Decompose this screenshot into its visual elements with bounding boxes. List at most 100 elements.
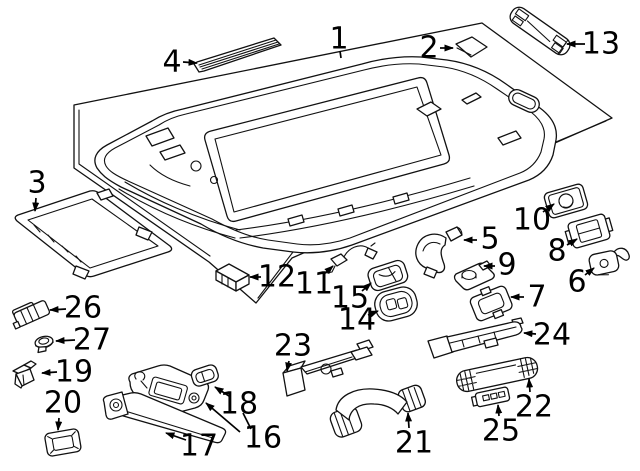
diagram-line-art	[11, 6, 630, 457]
callout-27-arrow	[55, 337, 76, 345]
callout-6[interactable]: 6	[567, 265, 595, 300]
part-19-drawing	[12, 360, 37, 389]
callout-9[interactable]: 9	[483, 248, 517, 283]
part-13-drawing	[509, 6, 571, 56]
part-number-label: 22	[515, 390, 553, 425]
callout-19[interactable]: 19	[41, 355, 93, 390]
part-15-drawing	[367, 259, 409, 292]
part-number-label: 14	[338, 303, 376, 338]
callout-18[interactable]: 18	[214, 386, 258, 422]
callout-1-arrow	[339, 50, 342, 59]
callout-26-arrow	[49, 305, 67, 313]
part-5-drawing	[415, 226, 463, 279]
part-number-label: 7	[527, 280, 546, 315]
callout-17[interactable]: 17	[165, 429, 218, 464]
callout-3[interactable]: 3	[27, 166, 47, 212]
callout-5[interactable]: 5	[463, 222, 500, 257]
part-8-drawing	[564, 213, 614, 249]
part-18-drawing	[190, 364, 219, 387]
part-number-label: 5	[480, 222, 499, 257]
part-26-drawing	[11, 300, 51, 330]
part-number-label: 11	[295, 267, 333, 302]
part-number-label: 17	[180, 429, 218, 464]
part-number-label: 3	[27, 166, 46, 201]
callout-11-arrow	[322, 265, 334, 276]
callout-22-arrow	[526, 378, 534, 393]
callout-25[interactable]: 25	[482, 404, 520, 449]
callout-8[interactable]: 8	[547, 234, 578, 269]
callout-18-arrow	[214, 386, 230, 397]
callout-26[interactable]: 26	[49, 291, 102, 326]
part-number-label: 18	[220, 387, 258, 422]
part-number-label: 27	[73, 323, 111, 358]
part-number-label: 4	[162, 45, 181, 80]
part-number-label: 8	[547, 234, 566, 269]
part-number-label: 19	[55, 355, 93, 390]
part-11-drawing	[326, 242, 378, 274]
part-number-label: 2	[419, 31, 438, 66]
callout-14-arrow	[367, 310, 379, 318]
callout-16-arrow	[205, 402, 241, 433]
callout-27[interactable]: 27	[55, 323, 111, 358]
part-24-drawing	[427, 317, 524, 359]
callout-10-arrow	[542, 203, 555, 213]
part-number-label: 21	[395, 426, 433, 461]
part-3-drawing	[14, 188, 173, 280]
callout-21-arrow	[405, 412, 413, 429]
callout-4-arrow	[182, 58, 198, 66]
part-17-drawing	[102, 391, 227, 444]
part-7-drawing	[469, 285, 513, 322]
callout-15-arrow	[361, 282, 372, 292]
callout-23-arrow	[285, 360, 293, 372]
part-number-label: 10	[513, 203, 551, 238]
part-6-drawing	[588, 247, 630, 276]
part-1-headliner-drawing	[94, 56, 558, 254]
callout-24[interactable]: 24	[523, 318, 571, 353]
callout-10[interactable]: 10	[513, 203, 555, 238]
callout-25-arrow	[495, 404, 503, 417]
callout-14[interactable]: 14	[338, 303, 379, 338]
part-21-drawing	[329, 384, 426, 438]
callout-11[interactable]: 11	[295, 265, 334, 302]
callout-16-arrow	[242, 412, 252, 430]
callout-1[interactable]: 1	[329, 22, 349, 59]
part-number-label: 15	[331, 281, 369, 316]
callout-16[interactable]: 16	[205, 402, 282, 456]
callout-19-arrow	[41, 368, 58, 376]
callout-13[interactable]: 13	[566, 27, 620, 62]
callout-24-arrow	[523, 330, 537, 338]
part-number-label: 6	[567, 265, 586, 300]
part-number-label: 16	[244, 421, 282, 456]
callout-7[interactable]: 7	[510, 280, 547, 315]
part-14-drawing	[374, 286, 418, 322]
part-25-drawing	[470, 386, 511, 408]
part-22-drawing	[456, 356, 539, 393]
part-number-label: 25	[482, 414, 520, 449]
callout-6-arrow	[584, 267, 595, 276]
part-number-label: 20	[44, 386, 82, 421]
callout-15[interactable]: 15	[331, 281, 372, 316]
callout-22[interactable]: 22	[515, 378, 553, 425]
callout-20[interactable]: 20	[44, 386, 82, 431]
callout-21[interactable]: 21	[395, 412, 433, 461]
part-number-label: 9	[497, 248, 516, 283]
part-4-drawing	[193, 37, 282, 73]
callout-17-arrow	[165, 432, 187, 441]
callout-23[interactable]: 23	[274, 329, 312, 372]
part-number-label: 1	[329, 22, 348, 57]
part-20-drawing	[44, 428, 82, 457]
callout-3-arrow	[32, 197, 40, 212]
callout-12[interactable]: 12	[249, 260, 296, 295]
part-number-label: 13	[582, 27, 620, 62]
part-27-drawing	[34, 335, 54, 354]
callout-20-arrow	[55, 417, 63, 431]
part-number-label: 23	[274, 329, 312, 364]
callout-8-arrow	[566, 238, 578, 247]
callout-4[interactable]: 4	[162, 45, 198, 80]
part-2-drawing	[455, 36, 488, 58]
callout-2[interactable]: 2	[419, 31, 454, 66]
part-number-label: 24	[533, 318, 571, 353]
part-number-label: 26	[64, 291, 102, 326]
